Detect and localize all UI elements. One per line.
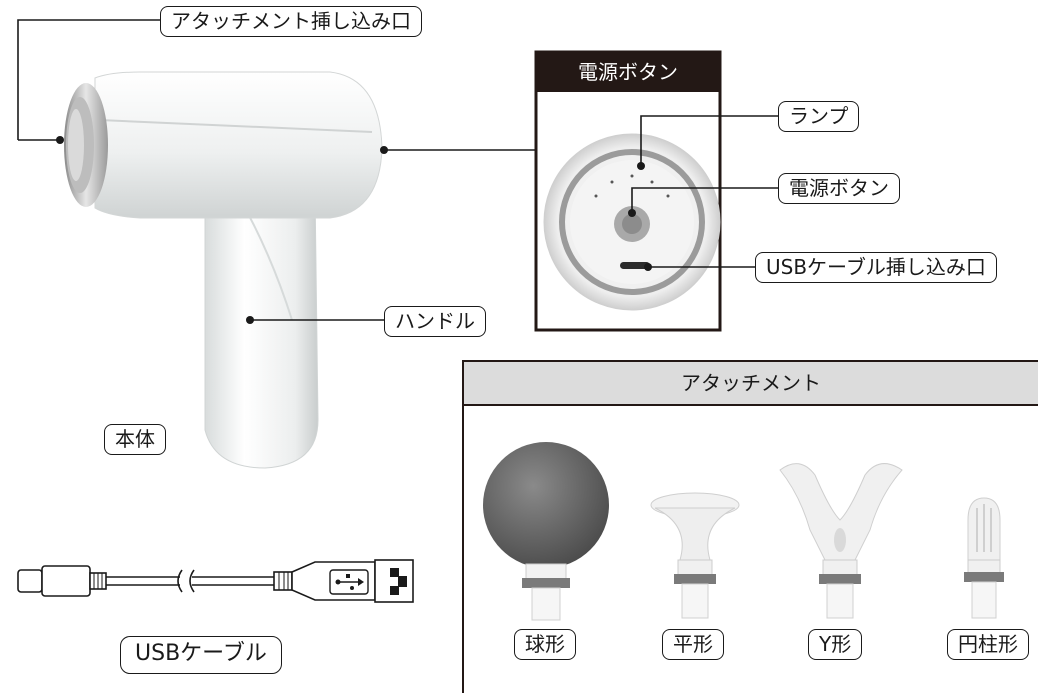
power-panel-title: 電源ボタン [578,60,678,84]
ball-attachment-image [483,442,609,621]
attachment-ball-label: 球形 [514,629,576,660]
power-button-label: 電源ボタン [778,173,900,204]
flat-attachment-image [650,492,740,619]
attachment-y-label: Y形 [808,629,863,660]
handle-label: ハンドル [384,306,486,337]
attachments-panel-title: アタッチメント [681,371,821,395]
attachment-flat-label: 平形 [662,629,724,660]
usb-cable-drawing [17,559,414,603]
attachment-cylinder-label: 円柱形 [947,629,1029,660]
y-attachment-image [779,463,903,619]
attachment-port-label: アタッチメント挿し込み口 [160,6,422,37]
usb-cable-label: USBケーブル [120,636,282,674]
lamp-label: ランプ [778,101,860,132]
body-label: 本体 [104,424,166,455]
usb-port-label: USBケーブル挿し込み口 [755,252,997,283]
cylinder-attachment-image [964,497,1004,619]
